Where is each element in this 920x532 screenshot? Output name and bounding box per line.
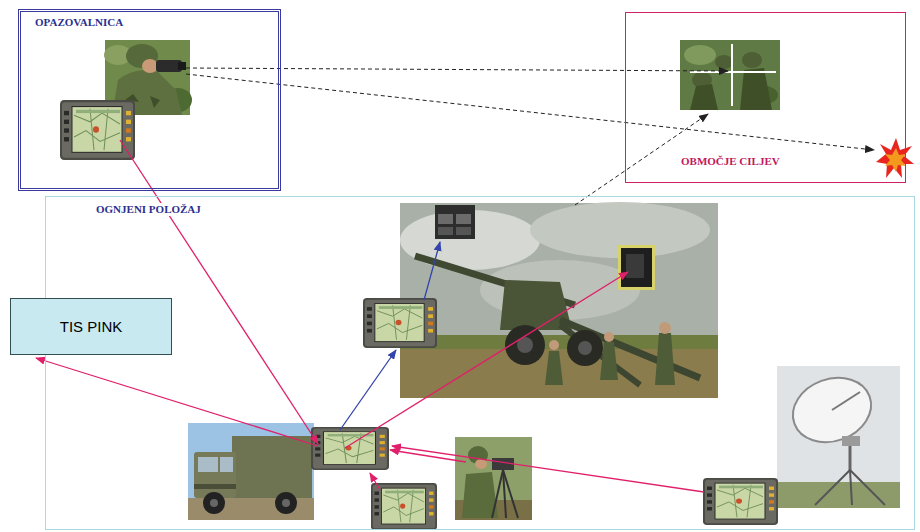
radar-photo xyxy=(777,366,900,508)
region-title: OGNJENI POLOŽAJ xyxy=(94,203,203,216)
howitzer-photo xyxy=(400,202,718,398)
tablet-device xyxy=(703,478,778,525)
system-label: TIS PINK xyxy=(60,318,123,335)
truck-photo xyxy=(188,423,314,520)
tablet-device xyxy=(311,427,389,470)
tablet-device xyxy=(371,483,437,530)
surveyor-photo xyxy=(455,437,532,520)
region-box: OGNJENI POLOŽAJ xyxy=(45,196,915,530)
sight-lines xyxy=(186,68,874,205)
display-device xyxy=(435,205,475,239)
tablet-device xyxy=(60,100,135,160)
target-photo xyxy=(680,40,780,110)
region-box: OBMOČJE CILJEV xyxy=(625,12,906,183)
gun-panel xyxy=(618,245,655,290)
system-box: TIS PINK xyxy=(10,298,172,355)
region-box: OPAZOVALNICA xyxy=(18,9,281,191)
explosion-symbol xyxy=(876,138,914,178)
region-title: OPAZOVALNICA xyxy=(33,16,125,29)
tablet-device xyxy=(363,298,437,348)
region-title: OBMOČJE CILJEV xyxy=(679,155,782,168)
